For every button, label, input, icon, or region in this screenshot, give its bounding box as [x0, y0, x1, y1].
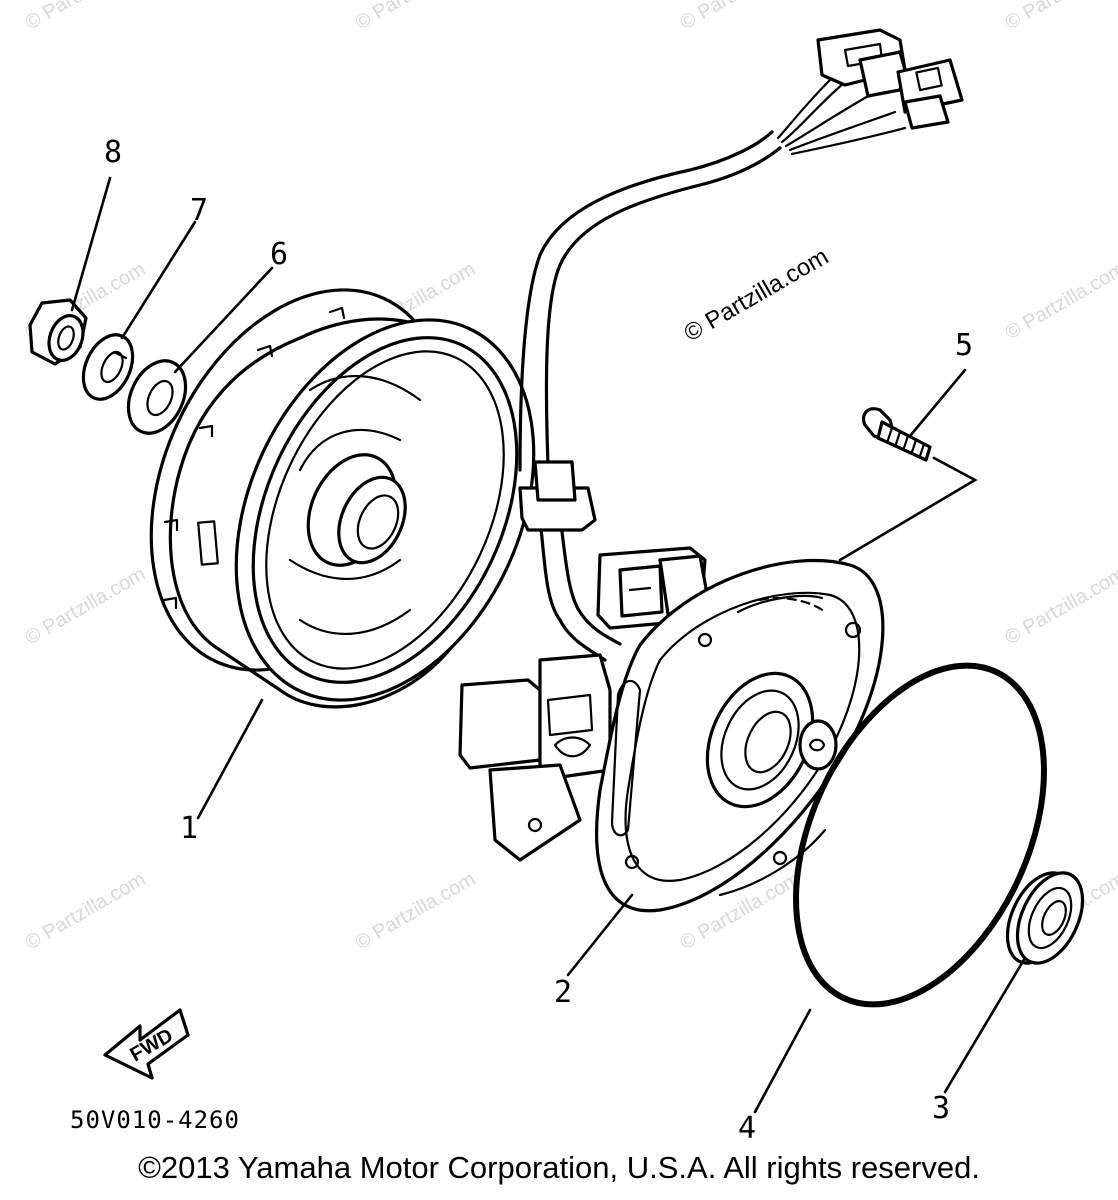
- callout-2: 2: [554, 975, 572, 1010]
- watermark: © Partzilla.com: [1002, 563, 1118, 649]
- connector-small: [896, 58, 964, 130]
- callout-3: 3: [932, 1091, 950, 1126]
- leader-lines: [70, 176, 1027, 1114]
- callout-7: 7: [190, 193, 208, 228]
- callout-4: 4: [738, 1111, 756, 1146]
- stator-assembly-part: [458, 28, 964, 913]
- watermark: © Partzilla.com: [22, 563, 150, 649]
- watermark: © Partzilla.com: [1002, 0, 1118, 34]
- bearing-part: [1005, 871, 1085, 965]
- watermark: © Partzilla.com: [352, 0, 480, 34]
- flywheel-rotor-part: [149, 288, 536, 709]
- copyright-notice: ©2013 Yamaha Motor Corporation, U.S.A. A…: [138, 1150, 980, 1185]
- nut-part: [28, 298, 88, 366]
- watermark: © Partzilla.com: [22, 868, 150, 954]
- part-code: 50V010-4260: [70, 1106, 240, 1134]
- watermark-primary: © Partzilla.com: [680, 243, 834, 347]
- o-ring-part: [793, 662, 1047, 1008]
- watermark: © Partzilla.com: [677, 0, 805, 34]
- screw-part: [861, 407, 932, 462]
- watermark: © Partzilla.com: [1002, 258, 1118, 344]
- connector-large: [816, 28, 912, 98]
- plain-washer-part: [126, 359, 188, 435]
- callout-6: 6: [270, 237, 288, 272]
- forward-direction-arrow: FWD: [103, 1008, 190, 1080]
- watermark: © Partzilla.com: [22, 0, 150, 34]
- callout-5: 5: [955, 328, 973, 363]
- callout-8: 8: [104, 135, 122, 170]
- callout-numbers: 8 7 6 5 1 2 4 3: [104, 135, 973, 1146]
- callout-1: 1: [180, 811, 198, 846]
- watermark: © Partzilla.com: [352, 868, 480, 954]
